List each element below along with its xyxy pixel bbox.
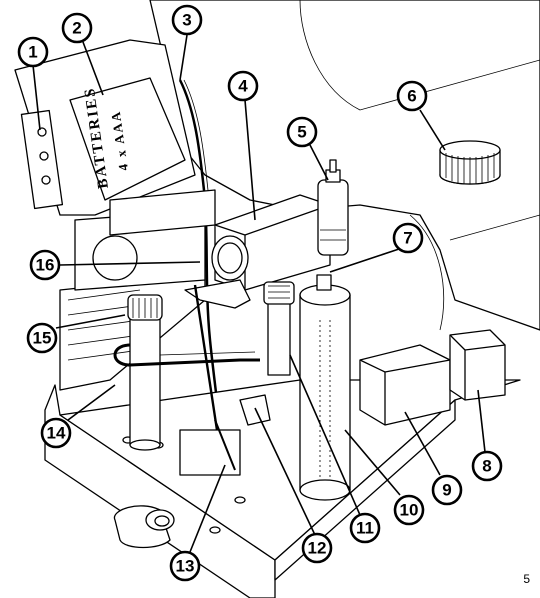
callout-13: 13: [169, 550, 201, 582]
callout-11: 11: [349, 512, 381, 544]
svg-text:4: 4: [238, 77, 248, 96]
callout-7: 7: [392, 222, 424, 254]
callout-14: 14: [40, 417, 72, 449]
gauge-cylinder: [263, 281, 295, 376]
motor-block: [211, 194, 331, 291]
svg-text:9: 9: [442, 481, 451, 500]
leader-lines: [32, 34, 486, 553]
svg-text:6: 6: [407, 87, 416, 106]
svg-text:16: 16: [36, 256, 55, 275]
svg-text:10: 10: [400, 501, 419, 520]
callout-16: 16: [29, 249, 61, 281]
valve-block: [449, 329, 506, 401]
callout-15: 15: [26, 322, 58, 354]
callout-10: 10: [393, 494, 425, 526]
callout-1: 1: [17, 36, 49, 68]
knurled-cap: [439, 140, 501, 185]
svg-text:1: 1: [28, 43, 37, 62]
svg-text:5: 5: [297, 123, 306, 142]
battery-lid: BATTERIES 4 x AAA: [14, 39, 196, 216]
piping: [113, 343, 260, 367]
right-module: [359, 344, 451, 426]
top-tube: [317, 159, 349, 256]
callout-6: 6: [396, 80, 428, 112]
svg-text:7: 7: [403, 229, 412, 248]
svg-text:12: 12: [308, 539, 327, 558]
callout-9: 9: [431, 474, 463, 506]
callout-12: 12: [301, 532, 333, 564]
svg-text:13: 13: [176, 557, 195, 576]
callout-2: 2: [61, 12, 93, 44]
knurled-stem: [127, 294, 163, 451]
svg-text:11: 11: [356, 519, 374, 538]
svg-text:3: 3: [182, 11, 191, 30]
callout-5: 5: [286, 116, 318, 148]
canister: [299, 274, 351, 501]
page-number: 5: [523, 572, 530, 586]
svg-text:8: 8: [482, 457, 491, 476]
callout-4: 4: [227, 70, 259, 102]
callout-8: 8: [471, 450, 503, 482]
svg-text:15: 15: [33, 329, 52, 348]
svg-text:2: 2: [72, 19, 81, 38]
callout-3: 3: [171, 4, 203, 36]
svg-text:14: 14: [47, 424, 66, 443]
front-knob: [113, 505, 175, 549]
